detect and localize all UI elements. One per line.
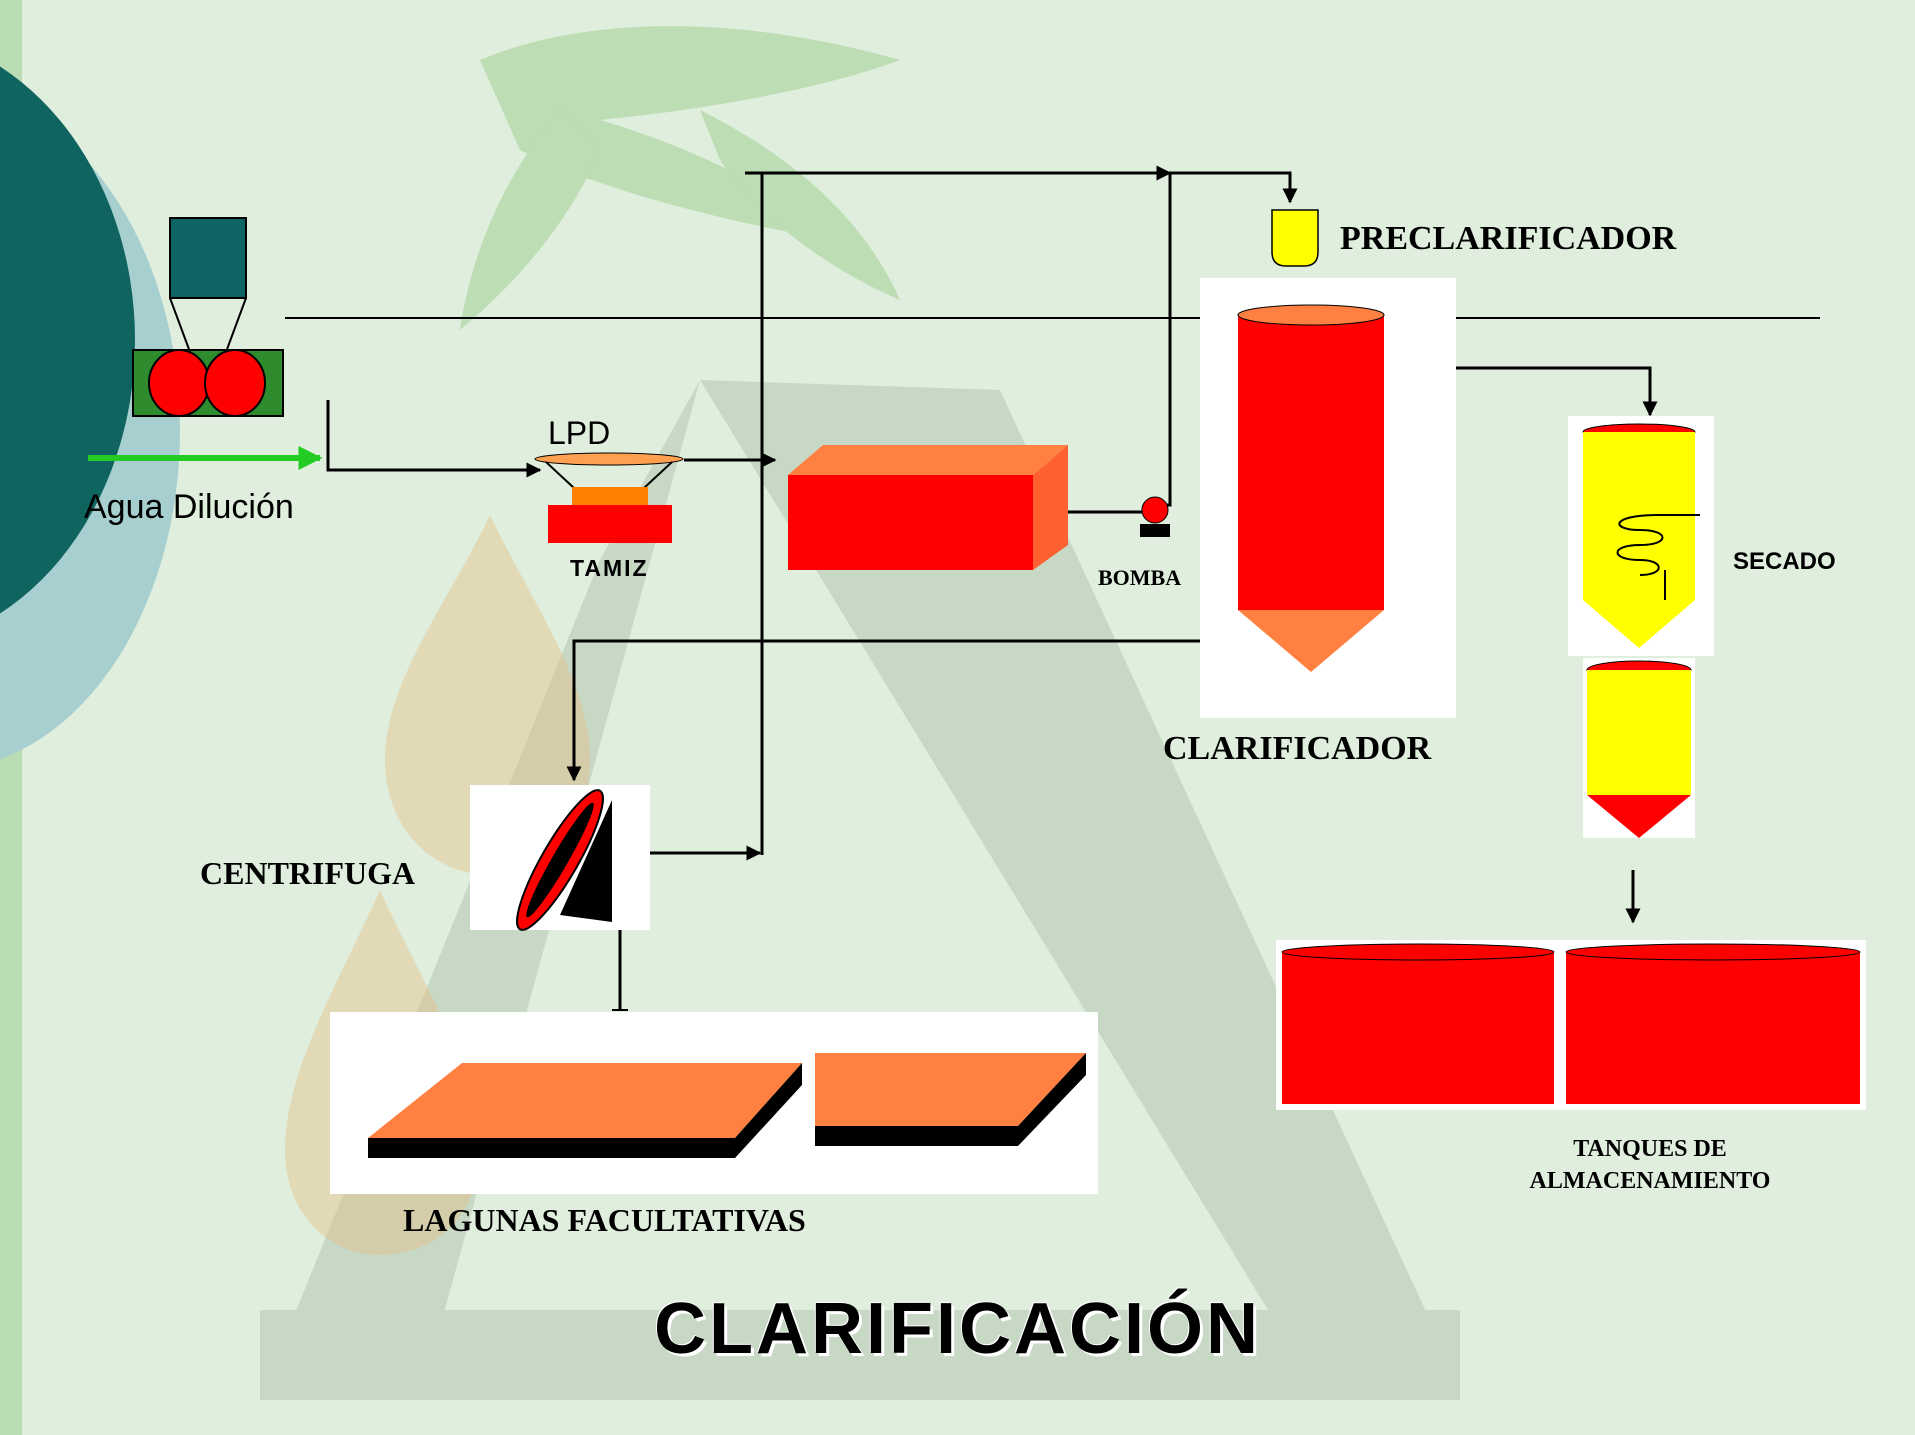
holding-tank — [788, 445, 1068, 570]
flow-clarificador-to-centrifuga — [566, 639, 1200, 782]
label-centrifuga: CENTRIFUGA — [200, 855, 416, 891]
pump — [1140, 496, 1170, 537]
label-lagunas: LAGUNAS FACULTATIVAS — [403, 1202, 806, 1238]
flow-clarificador-to-secado — [1456, 366, 1658, 417]
centrifuga-unit — [470, 785, 650, 931]
secado-dryer — [1568, 416, 1714, 838]
label-bomba: BOMBA — [1098, 565, 1182, 590]
page-title: CLARIFICACIÓN — [654, 1289, 1261, 1369]
lagunas-ponds — [330, 1012, 1098, 1194]
preclarificador-vessel — [1271, 209, 1319, 267]
tamiz-screen — [534, 452, 684, 543]
label-preclarificador: PRECLARIFICADOR — [1340, 220, 1677, 257]
label-tanques-line2: ALMACENAMIENTO — [1529, 1168, 1771, 1194]
storage-tanks — [1276, 940, 1866, 1110]
clarificador-vessel — [1200, 278, 1456, 718]
label-secado: SECADO — [1733, 548, 1836, 575]
corner-circle-decoration — [0, 66, 180, 760]
label-clarificador: CLARIFICADOR — [1163, 730, 1432, 767]
flow-bomba-up — [1167, 171, 1298, 507]
label-agua-dilucion: Agua Dilución — [84, 488, 294, 526]
label-lpd: LPD — [548, 415, 611, 451]
palm-watermark — [460, 26, 900, 330]
flow-press-to-tamiz — [326, 400, 542, 478]
label-tamiz: TAMIZ — [570, 555, 649, 581]
label-tanques-line1: TANQUES DE — [1573, 1136, 1727, 1162]
press-unit — [132, 217, 284, 417]
